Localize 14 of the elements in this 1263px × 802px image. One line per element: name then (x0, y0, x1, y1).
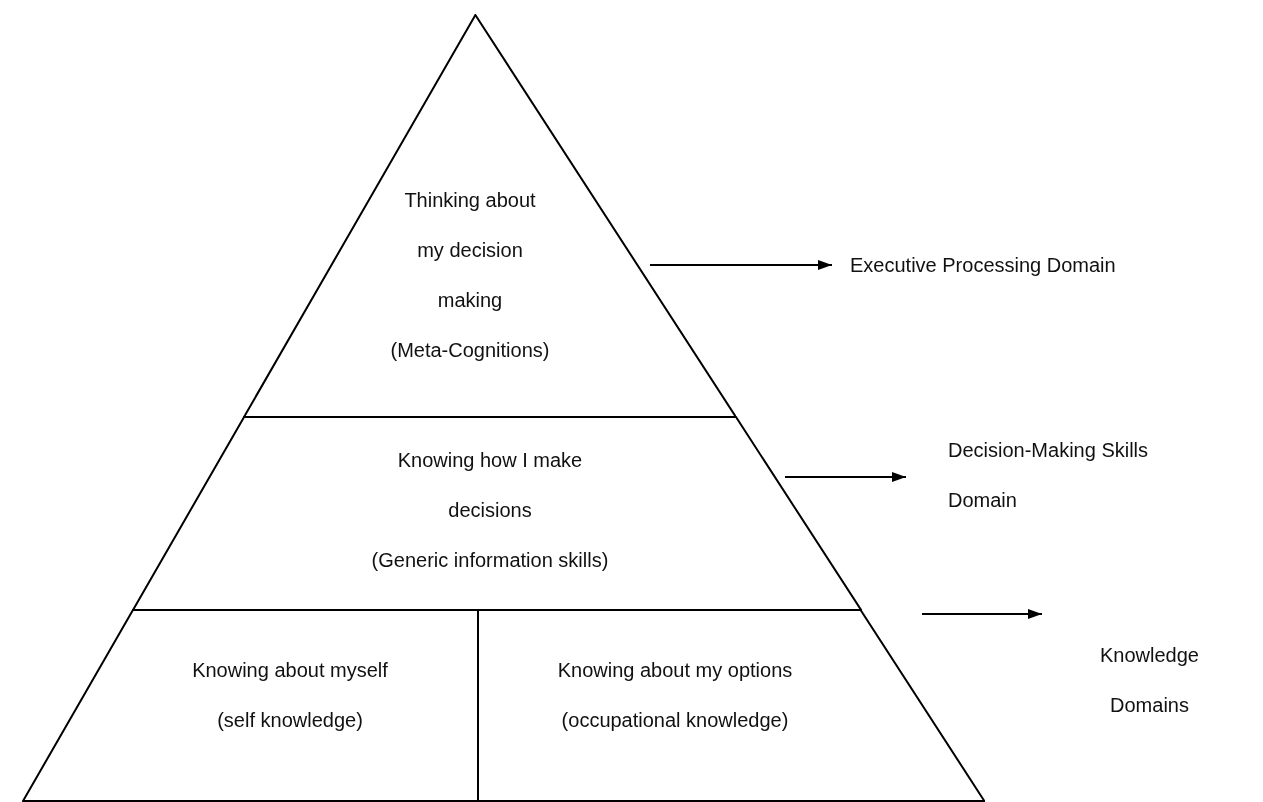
pyramid-tier-label: Thinking about my decision making (403, 188, 537, 313)
parenthetical-note: (self knowledge) (217, 708, 363, 733)
domain-label: Decision-Making Skills Domain (948, 438, 1150, 513)
arrow (784, 472, 907, 482)
domain-label: Executive Processing Domain (850, 253, 1116, 278)
domain-label: Knowledge Domains (1099, 643, 1200, 718)
pyramid-section-label: Knowing about myself (192, 658, 388, 683)
pyramid-tier-label: Knowing how I make decisions (396, 448, 584, 523)
parenthetical-note: (Meta-Cognitions) (390, 338, 550, 363)
parenthetical-note: (Generic information skills) (371, 548, 609, 573)
parenthetical-note: (occupational knowledge) (561, 708, 789, 733)
pyramid-section-label: Knowing about my options (557, 658, 793, 683)
arrow (649, 260, 833, 270)
arrow (921, 609, 1043, 619)
